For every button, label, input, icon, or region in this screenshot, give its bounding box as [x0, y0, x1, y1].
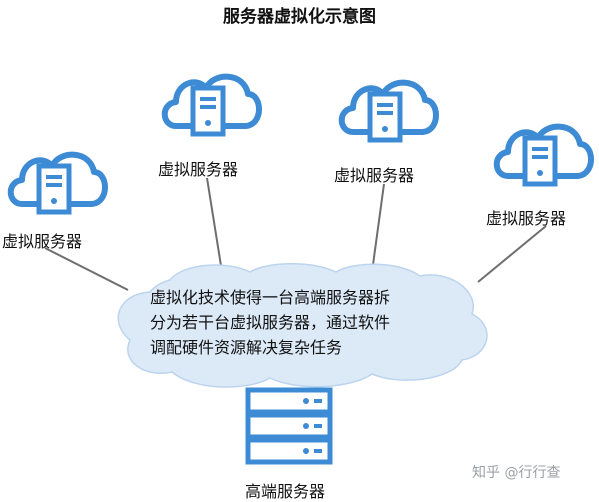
central-cloud-shape	[117, 263, 488, 388]
rack-server-icon	[245, 387, 333, 465]
cloud-text-line: 调配硬件资源解决复杂任务	[150, 338, 343, 357]
cloud-server-icon	[161, 73, 262, 137]
cloud-server-icon	[338, 79, 439, 143]
connector-line	[44, 247, 129, 291]
connector-line	[371, 183, 385, 273]
connector-line	[477, 225, 547, 283]
virtual-server-label: 虚拟服务器	[2, 232, 83, 251]
watermark: 知乎 @行行查	[472, 465, 561, 481]
connector-line	[206, 177, 223, 273]
virtual-server-label: 虚拟服务器	[334, 166, 415, 185]
cloud-server-icon	[493, 123, 594, 187]
virtual-server-label: 虚拟服务器	[486, 209, 567, 228]
cloud-text-line: 虚拟化技术使得一台高端服务器拆	[150, 288, 391, 307]
host-server-label: 高端服务器	[245, 482, 326, 501]
virtual-server-label: 虚拟服务器	[158, 160, 239, 179]
cloud-text-line: 分为若干台虚拟服务器，通过软件	[150, 313, 391, 332]
cloud-description: 虚拟化技术使得一台高端服务器拆 分为若干台虚拟服务器，通过软件 调配硬件资源解决…	[150, 285, 450, 360]
diagram-title: 服务器虚拟化示意图	[223, 7, 376, 27]
cloud-server-icon	[7, 151, 108, 215]
